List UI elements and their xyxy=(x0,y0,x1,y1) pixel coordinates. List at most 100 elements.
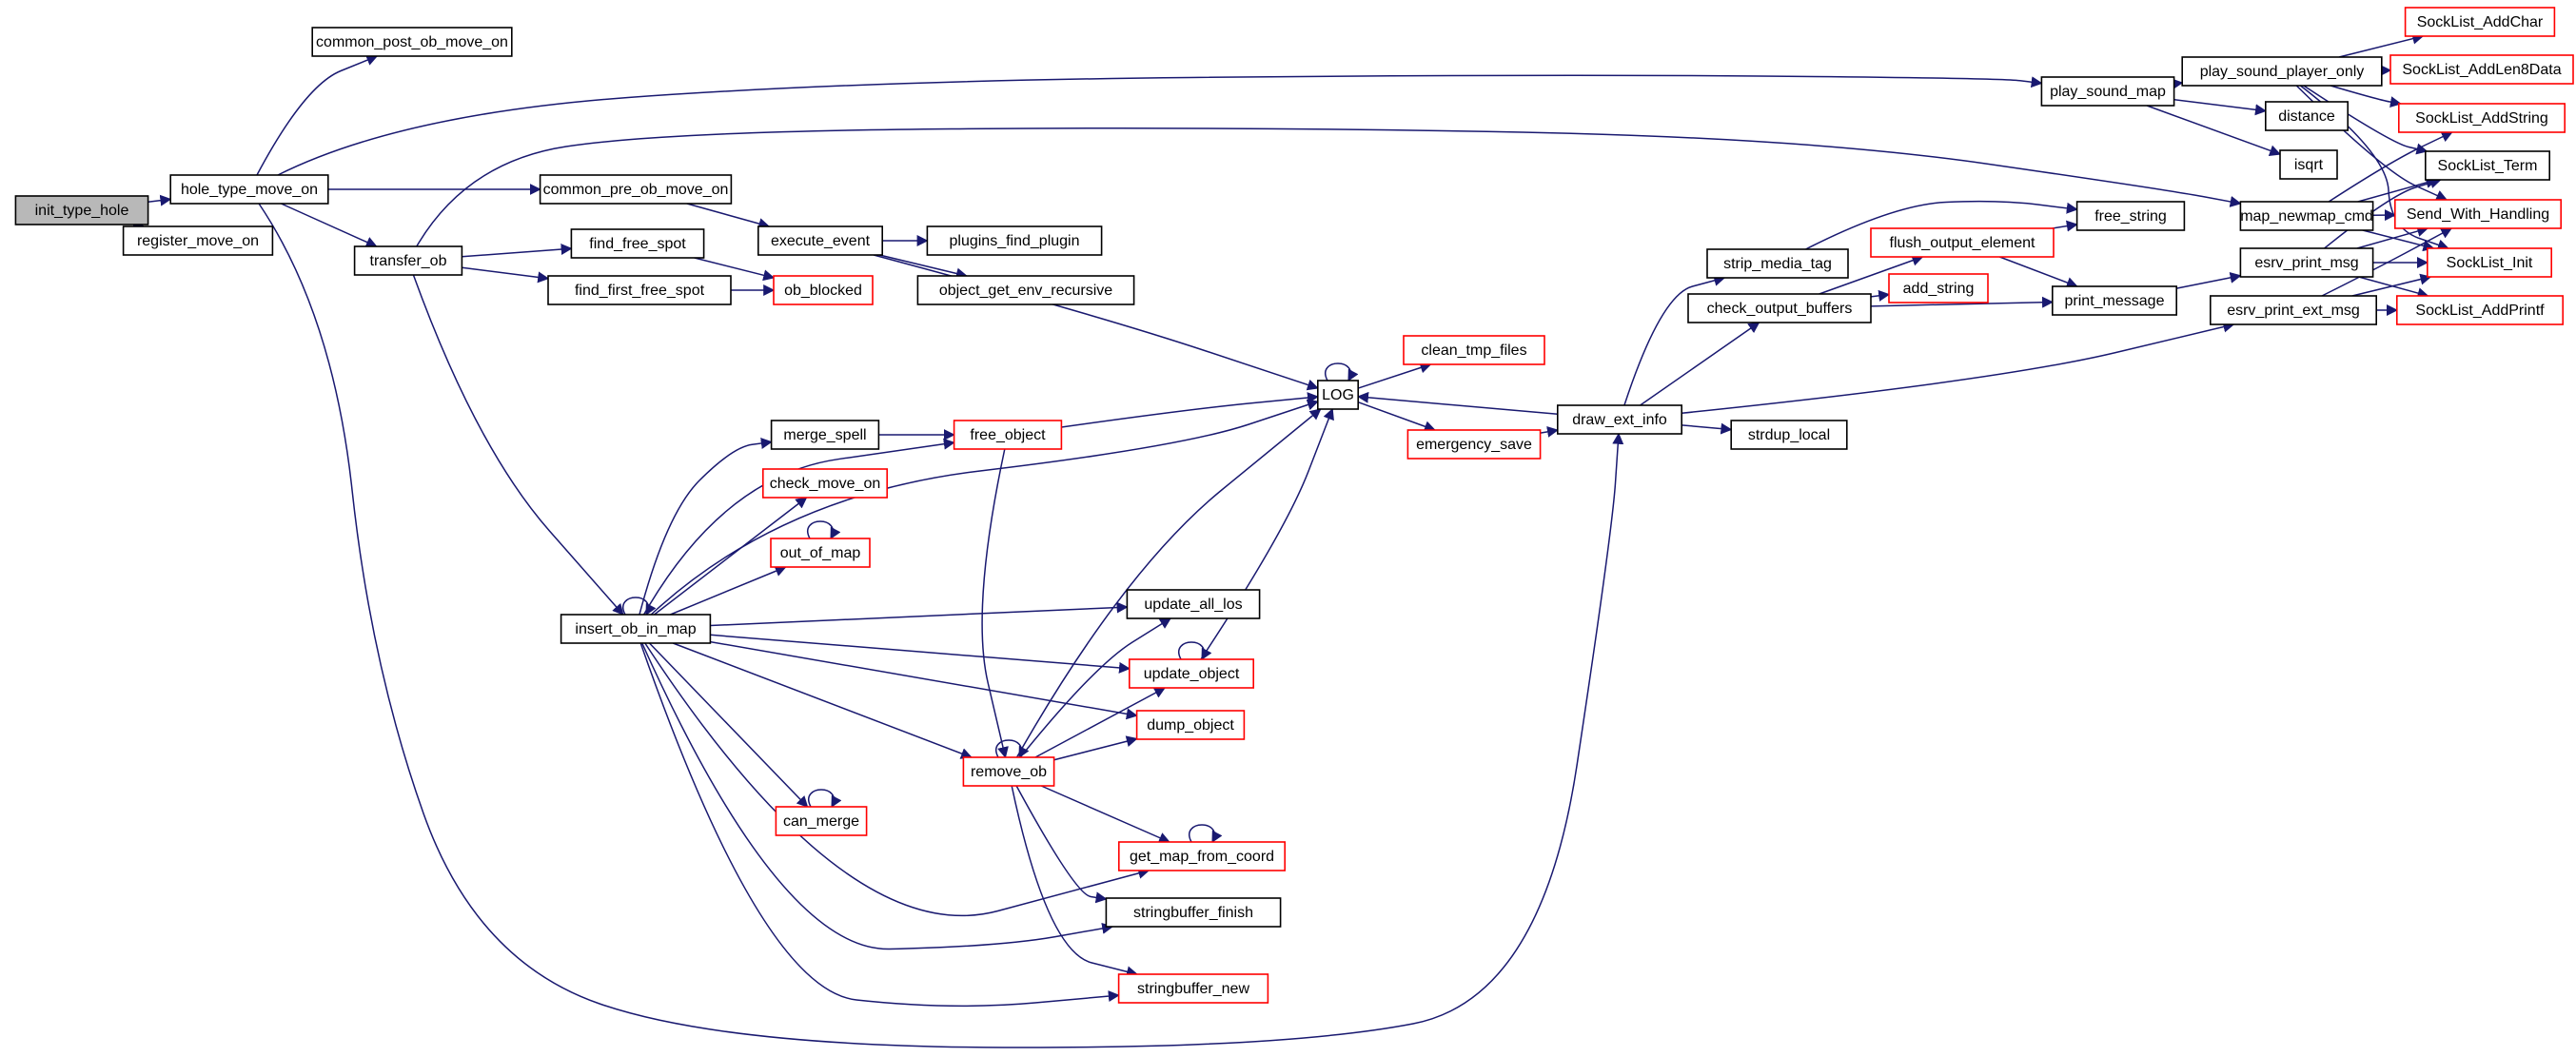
node-flush_output_element[interactable]: flush_output_element xyxy=(1870,227,2055,258)
node-update_all_los[interactable]: update_all_los xyxy=(1126,589,1261,619)
node-clean_tmp_files[interactable]: clean_tmp_files xyxy=(1403,335,1545,365)
node-remove_ob[interactable]: remove_ob xyxy=(962,756,1055,787)
node-box[interactable] xyxy=(1706,248,1849,279)
node-emergency_save[interactable]: emergency_save xyxy=(1406,429,1542,460)
node-box[interactable] xyxy=(761,468,888,499)
node-ob_blocked[interactable]: ob_blocked xyxy=(773,275,874,305)
node-box[interactable] xyxy=(962,756,1055,787)
node-isqrt[interactable]: isqrt xyxy=(2279,149,2338,180)
node-box[interactable] xyxy=(1730,420,1848,450)
node-SockList_AddPrintf[interactable]: SockList_AddPrintf xyxy=(2396,295,2565,325)
node-box[interactable] xyxy=(1403,335,1545,365)
node-stringbuffer_finish[interactable]: stringbuffer_finish xyxy=(1105,897,1282,928)
node-box[interactable] xyxy=(1118,841,1287,871)
node-box[interactable] xyxy=(2394,199,2563,229)
node-Send_With_Handling[interactable]: Send_With_Handling xyxy=(2394,199,2563,229)
node-SockList_AddChar[interactable]: SockList_AddChar xyxy=(2404,7,2556,37)
node-dump_object[interactable]: dump_object xyxy=(1135,710,1246,740)
node-merge_spell[interactable]: merge_spell xyxy=(770,420,880,450)
node-LOG[interactable]: LOG xyxy=(1317,380,1360,410)
node-get_map_from_coord[interactable]: get_map_from_coord xyxy=(1118,841,1287,871)
node-box[interactable] xyxy=(1117,973,1269,1004)
node-box[interactable] xyxy=(2052,285,2178,316)
node-esrv_print_msg[interactable]: esrv_print_msg xyxy=(2239,247,2374,278)
node-box[interactable] xyxy=(2239,247,2374,278)
node-box[interactable] xyxy=(122,225,274,256)
node-box[interactable] xyxy=(2425,150,2551,181)
node-register_move_on[interactable]: register_move_on xyxy=(122,225,274,256)
node-map_newmap_cmd[interactable]: map_newmap_cmd xyxy=(2239,201,2374,231)
node-box[interactable] xyxy=(2427,247,2553,278)
node-box[interactable] xyxy=(2265,101,2350,131)
node-play_sound_map[interactable]: play_sound_map xyxy=(2040,76,2175,107)
node-box[interactable] xyxy=(1317,380,1360,410)
node-box[interactable] xyxy=(2398,103,2566,133)
node-box[interactable] xyxy=(14,195,149,225)
node-object_get_env_recursive[interactable]: object_get_env_recursive xyxy=(916,275,1135,305)
node-play_sound_player_only[interactable]: play_sound_player_only xyxy=(2181,56,2383,87)
node-box[interactable] xyxy=(1557,404,1683,435)
node-esrv_print_ext_msg[interactable]: esrv_print_ext_msg xyxy=(2210,295,2378,325)
node-check_move_on[interactable]: check_move_on xyxy=(761,468,888,499)
node-out_of_map[interactable]: out_of_map xyxy=(770,538,871,568)
node-box[interactable] xyxy=(1126,589,1261,619)
node-box[interactable] xyxy=(775,806,868,836)
node-print_message[interactable]: print_message xyxy=(2052,285,2178,316)
node-box[interactable] xyxy=(2279,149,2338,180)
node-plugins_find_plugin[interactable]: plugins_find_plugin xyxy=(926,225,1103,256)
node-insert_ob_in_map[interactable]: insert_ob_in_map xyxy=(560,614,712,644)
node-SockList_Term[interactable]: SockList_Term xyxy=(2425,150,2551,181)
node-box[interactable] xyxy=(560,614,712,644)
node-box[interactable] xyxy=(539,174,733,205)
node-box[interactable] xyxy=(773,275,874,305)
node-box[interactable] xyxy=(2404,7,2556,37)
node-box[interactable] xyxy=(770,538,871,568)
node-box[interactable] xyxy=(2210,295,2378,325)
node-box[interactable] xyxy=(570,228,705,259)
node-hole_type_move_on[interactable]: hole_type_move_on xyxy=(169,174,329,205)
node-box[interactable] xyxy=(2075,201,2186,231)
node-find_free_spot[interactable]: find_free_spot xyxy=(570,228,705,259)
node-box[interactable] xyxy=(2239,201,2374,231)
node-SockList_AddString[interactable]: SockList_AddString xyxy=(2398,103,2566,133)
node-box[interactable] xyxy=(770,420,880,450)
node-box[interactable] xyxy=(1105,897,1282,928)
node-init_type_hole[interactable]: init_type_hole xyxy=(14,195,149,225)
node-box[interactable] xyxy=(547,275,732,305)
node-box[interactable] xyxy=(2181,56,2383,87)
node-transfer_ob[interactable]: transfer_ob xyxy=(353,245,463,276)
node-box[interactable] xyxy=(2389,54,2574,85)
node-common_post_ob_move_on[interactable]: common_post_ob_move_on xyxy=(311,27,513,57)
node-strdup_local[interactable]: strdup_local xyxy=(1730,420,1848,450)
node-strip_media_tag[interactable]: strip_media_tag xyxy=(1706,248,1849,279)
node-SockList_AddLen8Data[interactable]: SockList_AddLen8Data xyxy=(2389,54,2574,85)
node-box[interactable] xyxy=(169,174,329,205)
node-box[interactable] xyxy=(2040,76,2175,107)
node-box[interactable] xyxy=(1406,429,1542,460)
node-SockList_Init[interactable]: SockList_Init xyxy=(2427,247,2553,278)
node-free_object[interactable]: free_object xyxy=(953,420,1063,450)
node-box[interactable] xyxy=(953,420,1063,450)
node-box[interactable] xyxy=(1129,658,1255,689)
node-box[interactable] xyxy=(916,275,1135,305)
node-find_first_free_spot[interactable]: find_first_free_spot xyxy=(547,275,732,305)
node-box[interactable] xyxy=(1135,710,1246,740)
node-box[interactable] xyxy=(1870,227,2055,258)
node-update_object[interactable]: update_object xyxy=(1129,658,1255,689)
node-box[interactable] xyxy=(757,225,883,256)
node-check_output_buffers[interactable]: check_output_buffers xyxy=(1687,293,1872,323)
node-box[interactable] xyxy=(353,245,463,276)
node-common_pre_ob_move_on[interactable]: common_pre_ob_move_on xyxy=(539,174,733,205)
node-draw_ext_info[interactable]: draw_ext_info xyxy=(1557,404,1683,435)
node-free_string[interactable]: free_string xyxy=(2075,201,2186,231)
node-box[interactable] xyxy=(311,27,513,57)
node-box[interactable] xyxy=(926,225,1103,256)
node-execute_event[interactable]: execute_event xyxy=(757,225,883,256)
node-box[interactable] xyxy=(2396,295,2565,325)
node-box[interactable] xyxy=(1687,293,1872,323)
node-add_string[interactable]: add_string xyxy=(1888,273,1989,303)
node-box[interactable] xyxy=(1888,273,1989,303)
node-stringbuffer_new[interactable]: stringbuffer_new xyxy=(1117,973,1269,1004)
node-can_merge[interactable]: can_merge xyxy=(775,806,868,836)
node-distance[interactable]: distance xyxy=(2265,101,2350,131)
